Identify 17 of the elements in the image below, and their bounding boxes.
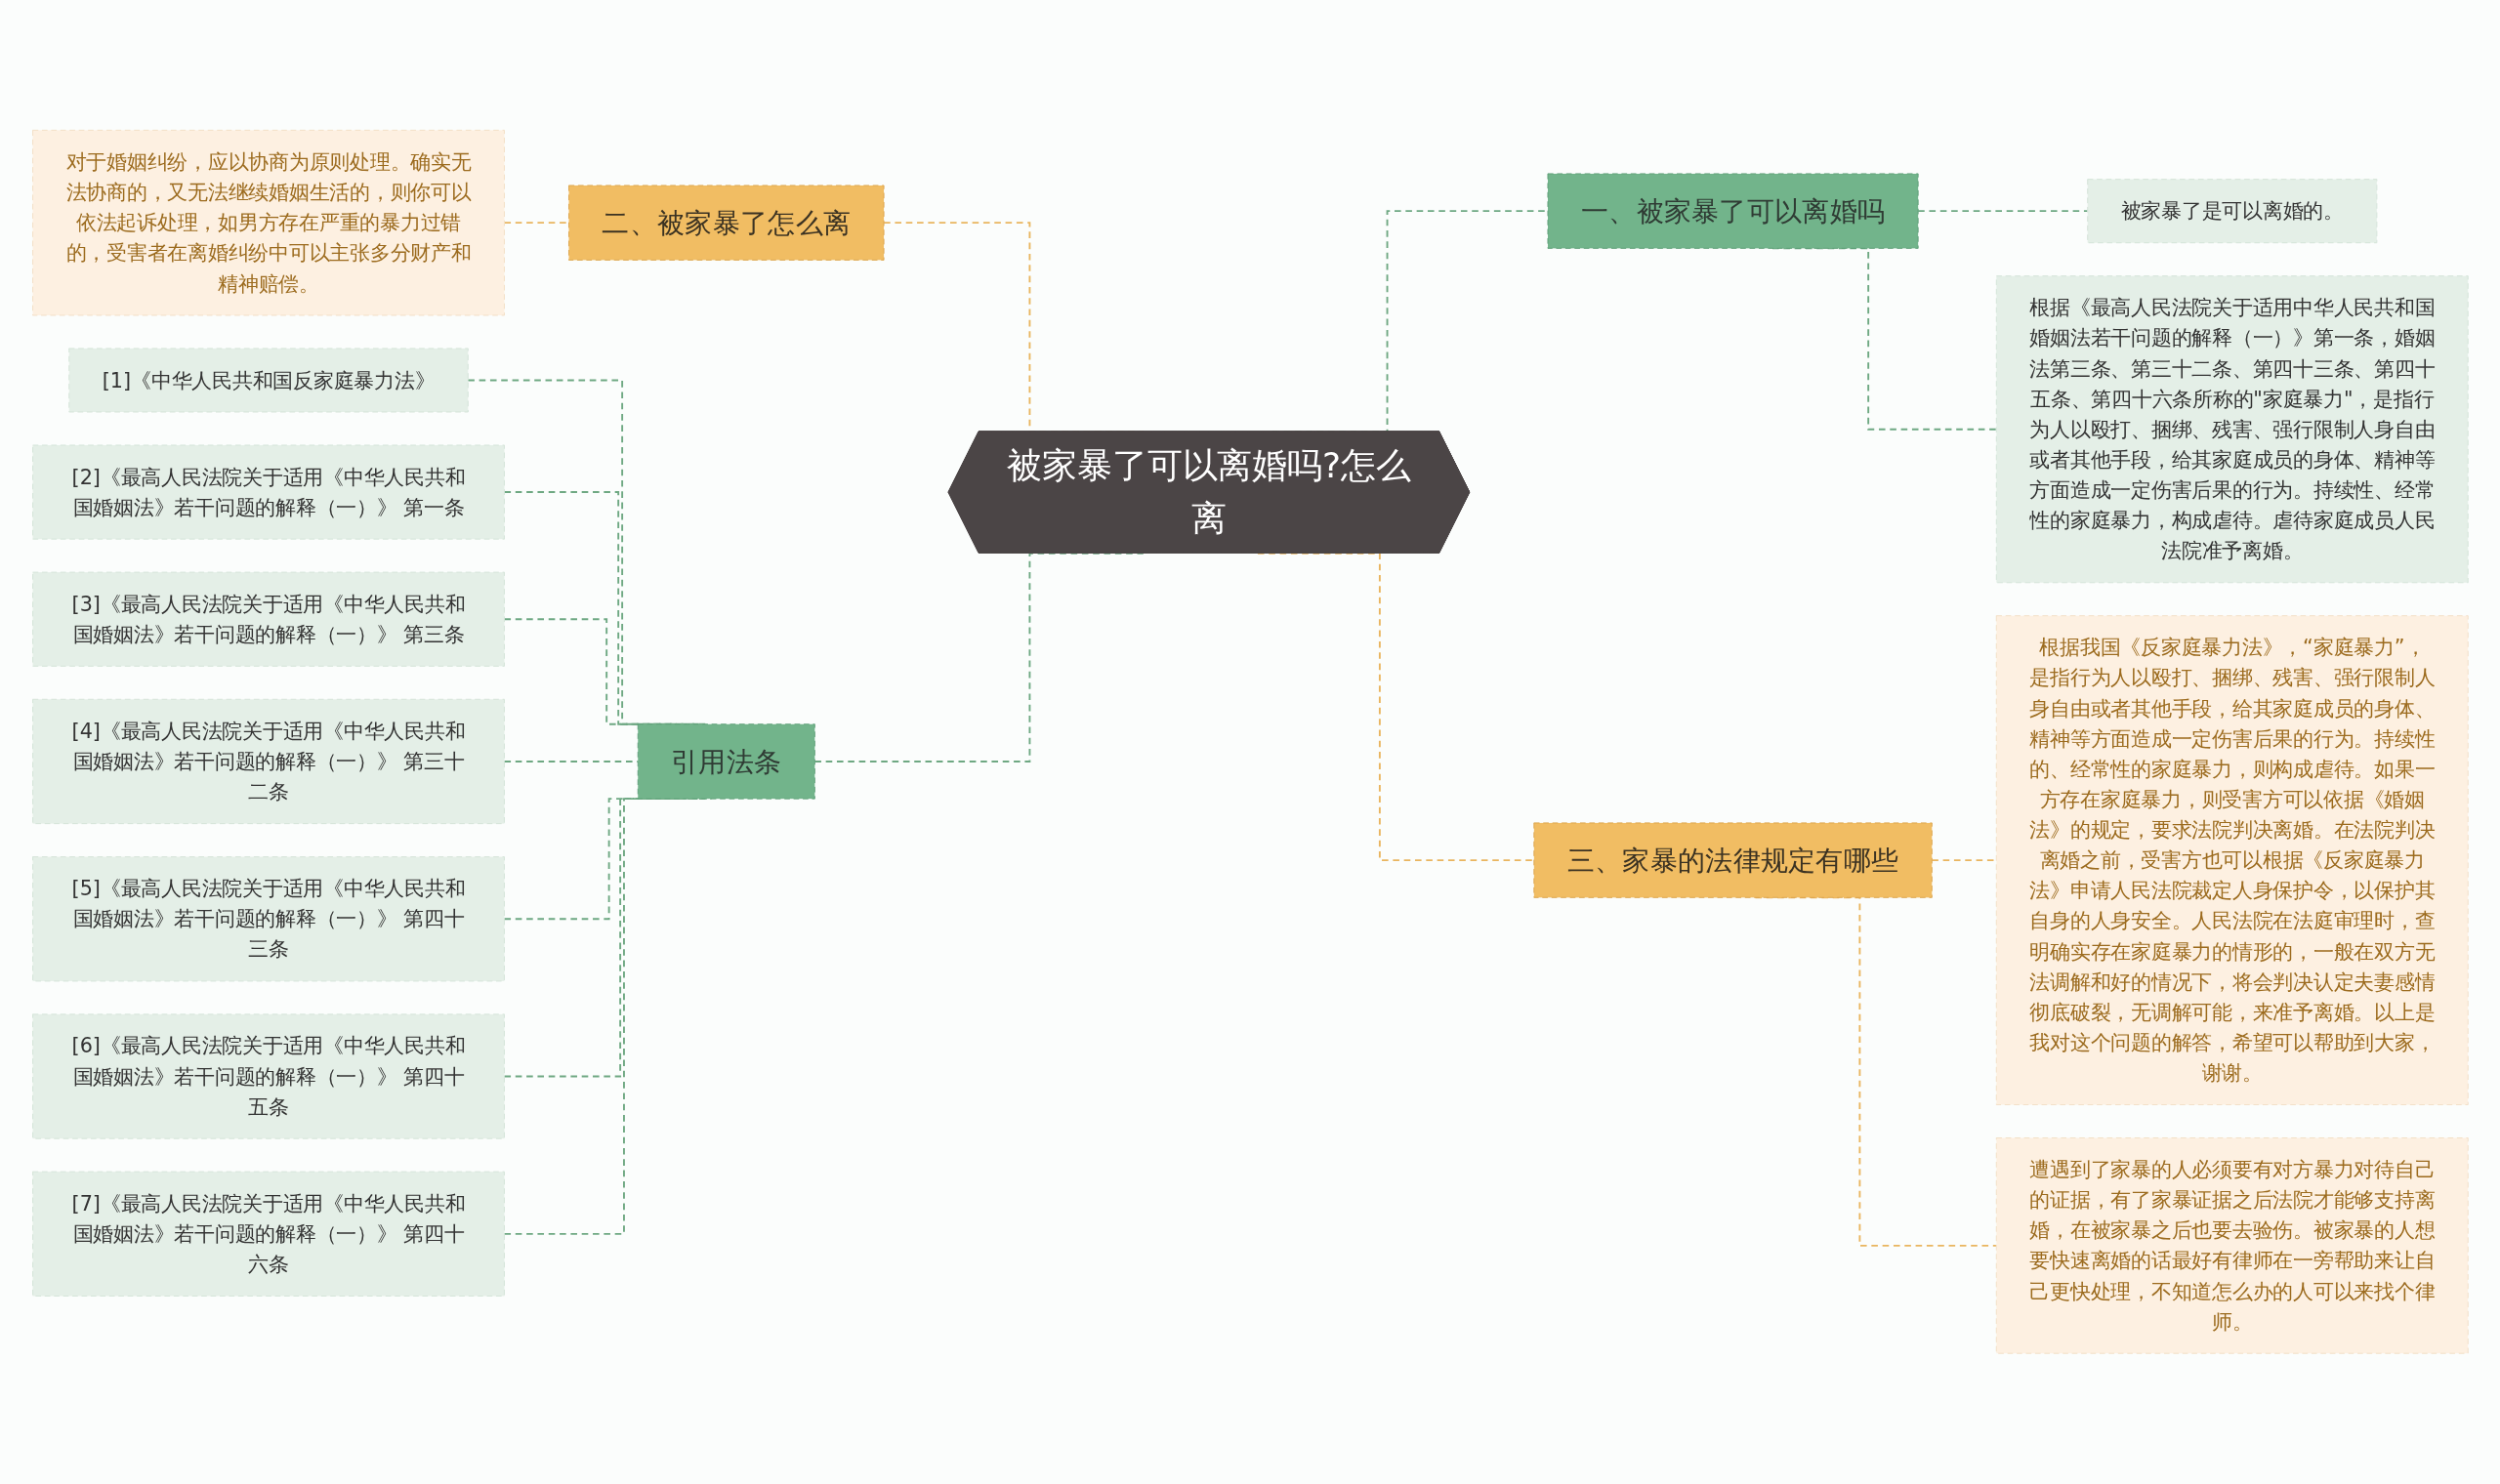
node-box: 对于婚姻纠纷，应以协商为原则处理。确实无法协商的，又无法继续婚姻生活的，则你可以依法起诉处理，如男方存在严重的暴力过错的，受害者在离婚纠纷中可以主张多分财产和精神赔偿。	[31, 130, 505, 316]
node-box: 被家暴了是可以离婚的。	[2086, 179, 2377, 244]
node-box: [4]《最高人民法院关于适用《中华人民共和国婚姻法》若干问题的解释（一）》 第三十二条	[31, 699, 505, 825]
node-box: [7]《最高人民法院关于适用《中华人民共和国婚姻法》若干问题的解释（一）》 第四十六条	[31, 1171, 505, 1298]
node-box: 一、被家暴了可以离婚吗	[1547, 173, 1919, 249]
connector	[1916, 210, 2089, 213]
node-box: 遭遇到了家暴的人必须要有对方暴力对待自己的证据，有了家暴证据之后法院才能够支持离婚，在被家暴之后也要去验伤。被家暴的人想要快速离婚的话最好有律师在一旁帮助来让自己更快处理，不知道怎么办的人可以来找个律师。	[1995, 1137, 2469, 1354]
node-box: [1]《中华人民共和国反家庭暴力法》	[67, 348, 469, 413]
node-box: [5]《最高人民法院关于适用《中华人民共和国婚姻法》若干问题的解释（一）》 第四十三条	[31, 856, 505, 982]
node-box: [3]《最高人民法院关于适用《中华人民共和国婚姻法》若干问题的解释（一）》 第三条	[31, 571, 505, 667]
node-box: 根据我国《反家庭暴力法》，“家庭暴力”，是指行为人以殴打、捆绑、残害、强行限制人身自由或者其他手段，给其家庭成员的身体、精神等方面造成一定伤害后果的行为。持续性的、经常性的家庭暴力，则构成虐待。如果一方存在家庭暴力，则受害方可以依据《婚姻法》的规定，要求法院判决离婚。在法院判决离婚之前，受害方也可以根据《反家庭暴力法》申请人民法院裁定人身保护令，以保护其自身的人身安全。人民法院在法庭审理时，查明确实存在家庭暴力的情形的，一般在双方无法调解和好的情况下，将会判决认定夫妻感情彻底破裂，无调解可能，来准予离婚。以上是我对这个问题的解答，希望可以帮助到大家，谢谢。	[1995, 615, 2469, 1106]
node-box: [6]《最高人民法院关于适用《中华人民共和国婚姻法》若干问题的解释（一）》 第四十五条	[31, 1013, 505, 1139]
node-box: 三、家暴的法律规定有哪些	[1532, 822, 1933, 898]
node-box: [2]《最高人民法院关于适用《中华人民共和国婚姻法》若干问题的解释（一）》 第一条	[31, 444, 505, 540]
node-box: 引用法条	[637, 723, 815, 800]
node-box: 二、被家暴了怎么离	[567, 185, 885, 262]
node-box: 根据《最高人民法院关于适用中华人民共和国婚姻法若干问题的解释（一）》第一条，婚姻法第三条、第三十二条、第四十三条、第四十五条、第四十六条所称的"家庭暴力"，是指行为人以殴打、捆绑、残害、强行限制人身自由或者其他手段，给其家庭成员的身体、精神等方面造成一定伤害后果的行为。持续性、经常性的家庭暴力，构成虐待。虐待家庭成员人民法院准予离婚。	[1995, 275, 2469, 584]
